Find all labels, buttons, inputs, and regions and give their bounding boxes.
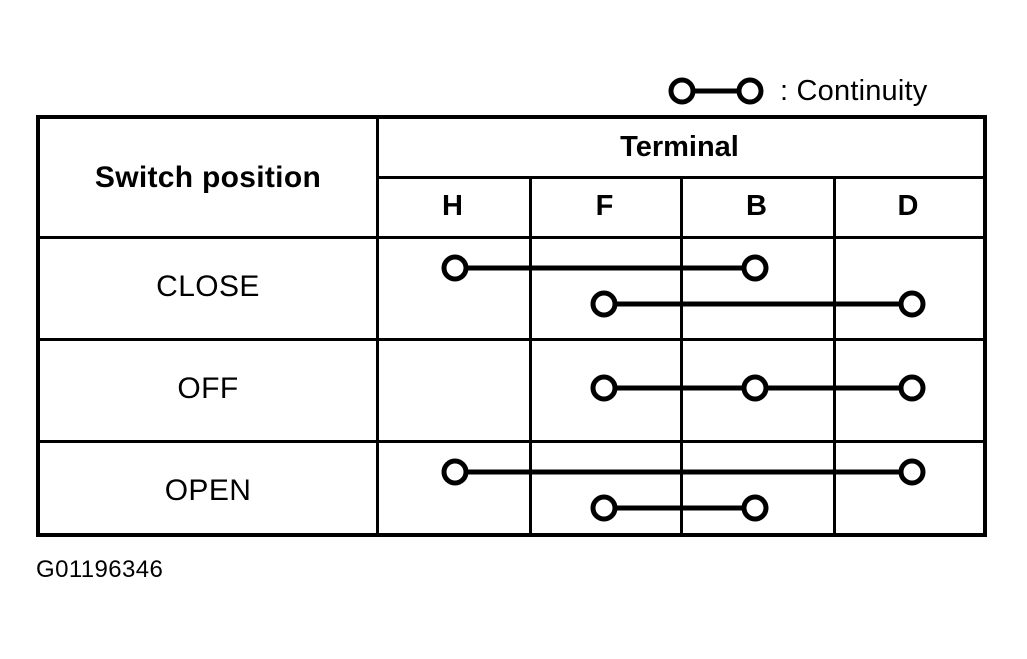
continuity-node-b xyxy=(741,374,769,402)
grid-line-horizontal-terminal xyxy=(376,176,983,179)
grid-line-horizontal-row-2 xyxy=(40,338,983,341)
figure-caption: G01196346 xyxy=(36,556,164,583)
grid-line-vertical-f-b xyxy=(680,176,683,533)
column-header-terminal-d: D xyxy=(897,189,919,222)
grid-line-horizontal-row-3 xyxy=(40,440,983,443)
continuity-node-h xyxy=(441,458,469,486)
grid-line-vertical-h-f xyxy=(529,176,532,533)
continuity-node-h xyxy=(441,254,469,282)
column-header-terminal-b: B xyxy=(746,189,767,222)
switch-continuity-table: Switch position Terminal H F B D CLOSE O… xyxy=(36,115,987,537)
continuity-node-b xyxy=(741,254,769,282)
grid-line-horizontal-row-1 xyxy=(40,236,983,239)
row-label-close: CLOSE xyxy=(156,270,260,303)
continuity-symbol-icon xyxy=(668,77,764,105)
grid-line-vertical-main xyxy=(376,119,379,533)
continuity-node-f xyxy=(590,374,618,402)
continuity-node-d xyxy=(898,458,926,486)
column-header-terminal-f: F xyxy=(595,189,614,222)
row-label-open: OPEN xyxy=(164,474,252,507)
row-label-off: OFF xyxy=(177,372,239,405)
column-header-terminal-h: H xyxy=(442,189,463,222)
continuity-node-f xyxy=(590,290,618,318)
continuity-node-f xyxy=(590,494,618,522)
column-header-switch-position: Switch position xyxy=(94,160,322,194)
continuity-node-d xyxy=(898,374,926,402)
legend: : Continuity xyxy=(660,68,990,114)
grid-line-vertical-b-d xyxy=(833,176,836,533)
continuity-node-d xyxy=(898,290,926,318)
legend-label: : Continuity xyxy=(780,74,928,107)
column-group-header-terminal: Terminal xyxy=(620,131,739,163)
continuity-node-b xyxy=(741,494,769,522)
